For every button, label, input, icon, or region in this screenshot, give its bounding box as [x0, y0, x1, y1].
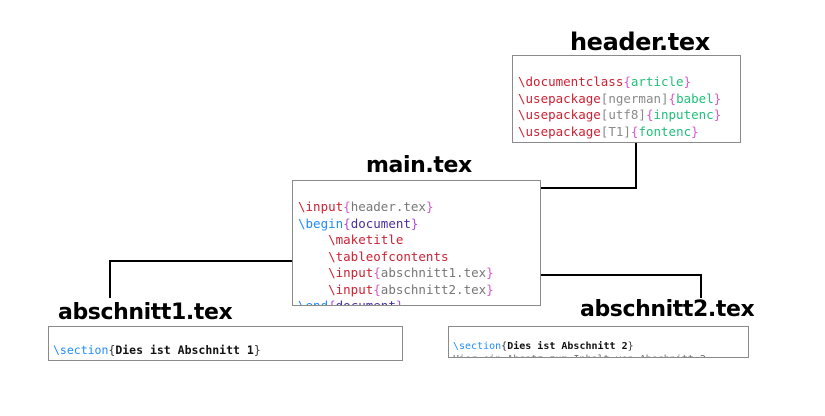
code-token: \input [298, 265, 374, 280]
code-box-abschnitt1[interactable]: \section{Dies ist Abschnitt 1}Hier ein A… [48, 326, 403, 361]
code-token: \input [298, 281, 374, 297]
code-token: abschnitt2.tex [380, 281, 487, 297]
code-token: [ngerman] [600, 90, 669, 106]
code-token: } [425, 199, 434, 214]
code-token: document [350, 215, 411, 231]
code-token: } [486, 265, 494, 280]
code-line: \usepackage[ngerman]{babel} [518, 91, 735, 108]
code-line: \begin{document} [298, 216, 535, 233]
code-token: } [253, 343, 261, 357]
code-line: \documentclass{article} [518, 74, 735, 91]
code-token: \section [53, 343, 109, 357]
code-token: inputenc [653, 107, 714, 122]
file-title-header: header.tex [570, 28, 710, 56]
code-token: Dies ist Abschnitt 1 [115, 343, 254, 357]
code-token: { [343, 199, 351, 214]
code-token: } [691, 123, 699, 139]
code-token: abschnitt1.tex [380, 265, 487, 280]
code-token: \usepackage [518, 90, 601, 106]
file-title-main: main.tex [366, 153, 472, 178]
file-title-abschnitt2: abschnitt2.tex [580, 297, 755, 322]
code-token: { [373, 265, 381, 280]
code-token: article [630, 74, 684, 89]
code-token: \usepackage [518, 123, 601, 139]
code-token: header.tex [350, 199, 426, 214]
code-token: fontenc [638, 123, 692, 139]
code-token: { [343, 215, 351, 231]
code-token: { [668, 90, 677, 106]
code-token: \documentclass [518, 74, 624, 89]
code-token: { [623, 74, 631, 89]
code-token: { [373, 281, 381, 297]
code-token: } [713, 90, 722, 106]
code-line: \usepackage[utf8]{inputenc} [518, 107, 735, 124]
code-token: { [563, 140, 571, 142]
code-token: \end [298, 298, 329, 306]
code-line: \maketitle [298, 232, 535, 249]
code-token: \input [298, 199, 344, 214]
code-token: } [638, 140, 646, 142]
code-token: \usepackage [518, 107, 601, 122]
code-token: { [645, 107, 654, 122]
code-token: { [501, 341, 508, 352]
code-token: { [328, 298, 336, 306]
code-token: Dies ist Abschnitt 2 [507, 341, 628, 352]
code-line: Hier ein Absatz zum Inhalt von Abschnitt… [53, 358, 398, 360]
connector-abschnitt2-to-main [529, 275, 702, 298]
code-line: \input{header.tex} [298, 199, 535, 216]
code-token: \maketitle [298, 232, 404, 247]
code-box-abschnitt2[interactable]: \section{Dies ist Abschnitt 2}Hier ein A… [448, 326, 749, 358]
code-token: \section [453, 341, 502, 352]
code-token: } [627, 341, 634, 352]
code-line: \tableofcontents [298, 249, 535, 266]
code-line: \input{abschnitt2.tex} [298, 282, 535, 299]
code-line: \section{Dies ist Abschnitt 1} [53, 343, 398, 358]
code-token: } [410, 215, 419, 231]
code-token: } [683, 74, 692, 89]
code-token: } [395, 298, 404, 306]
file-title-abschnitt1: abschnitt1.tex [58, 300, 233, 325]
code-token: { [108, 343, 116, 357]
code-token: [T1] [600, 123, 631, 139]
code-token: Hier ein Absatz zum Inhalt von Abschnitt… [453, 354, 712, 357]
code-token: Hier ein Absatz zum Inhalt von Abschnitt… [53, 358, 351, 360]
code-box-header[interactable]: \documentclass{article}\usepackage[ngerm… [512, 55, 741, 143]
code-token: Ein Titel [571, 140, 639, 142]
code-line: \end{document} [298, 298, 535, 306]
code-line: \usepackage[T1]{fontenc} [518, 124, 735, 141]
code-box-main[interactable]: \input{header.tex}\begin{document} \make… [292, 180, 541, 306]
code-token: \tableofcontents [298, 248, 449, 264]
code-line: \section{Dies ist Abschnitt 2} [453, 340, 744, 353]
code-token: \begin [298, 215, 344, 231]
code-token: document [335, 298, 396, 306]
code-token: [utf8] [600, 107, 646, 122]
code-line: Hier ein Absatz zum Inhalt von Abschnitt… [453, 353, 744, 357]
code-token: { [630, 123, 639, 139]
code-token: } [486, 281, 494, 297]
code-token: babel [676, 90, 714, 106]
code-line: \input{abschnitt1.tex} [298, 265, 535, 282]
code-token: \title [518, 140, 563, 142]
code-line: \title{Ein Titel} [518, 140, 735, 142]
code-token: } [713, 107, 722, 122]
